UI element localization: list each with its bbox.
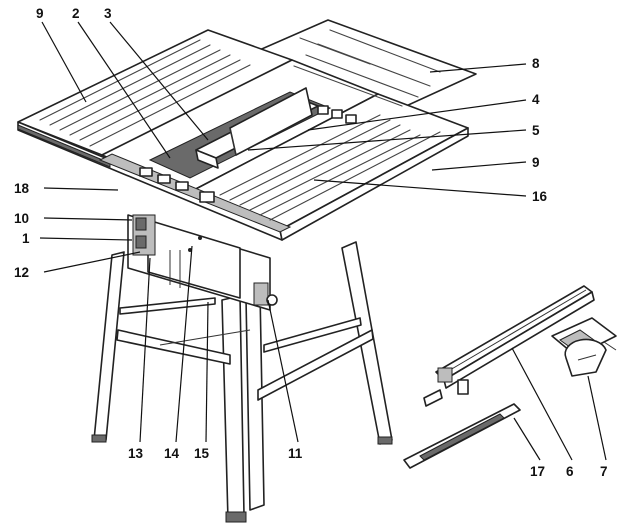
label-11: 11 [288,446,303,461]
label-5: 5 [532,123,540,138]
label-13: 13 [128,446,144,461]
rip-fence [423,285,595,407]
leader-lines [39,21,607,461]
label-6: 6 [566,464,574,479]
label-4: 4 [532,92,540,107]
label-12: 12 [14,265,29,280]
label-15: 15 [194,446,210,461]
label-7: 7 [600,464,608,479]
saw-cabinet [127,214,278,311]
label-8: 8 [532,56,540,71]
part-labels: 9 2 3 8 4 5 9 16 18 10 1 12 13 14 15 11 … [14,6,608,479]
label-18: 18 [14,181,30,196]
label-14: 14 [164,446,180,461]
label-9-right-extension: 9 [532,155,540,170]
label-9-left-extension: 9 [36,6,44,21]
label-3: 3 [104,6,112,21]
label-10: 10 [14,211,29,226]
label-1: 1 [22,231,30,246]
push-stick [403,403,521,469]
mitre-gauge [551,317,617,377]
label-16: 16 [532,189,548,204]
label-17: 17 [530,464,545,479]
label-2: 2 [72,6,80,21]
table-top [17,19,477,241]
